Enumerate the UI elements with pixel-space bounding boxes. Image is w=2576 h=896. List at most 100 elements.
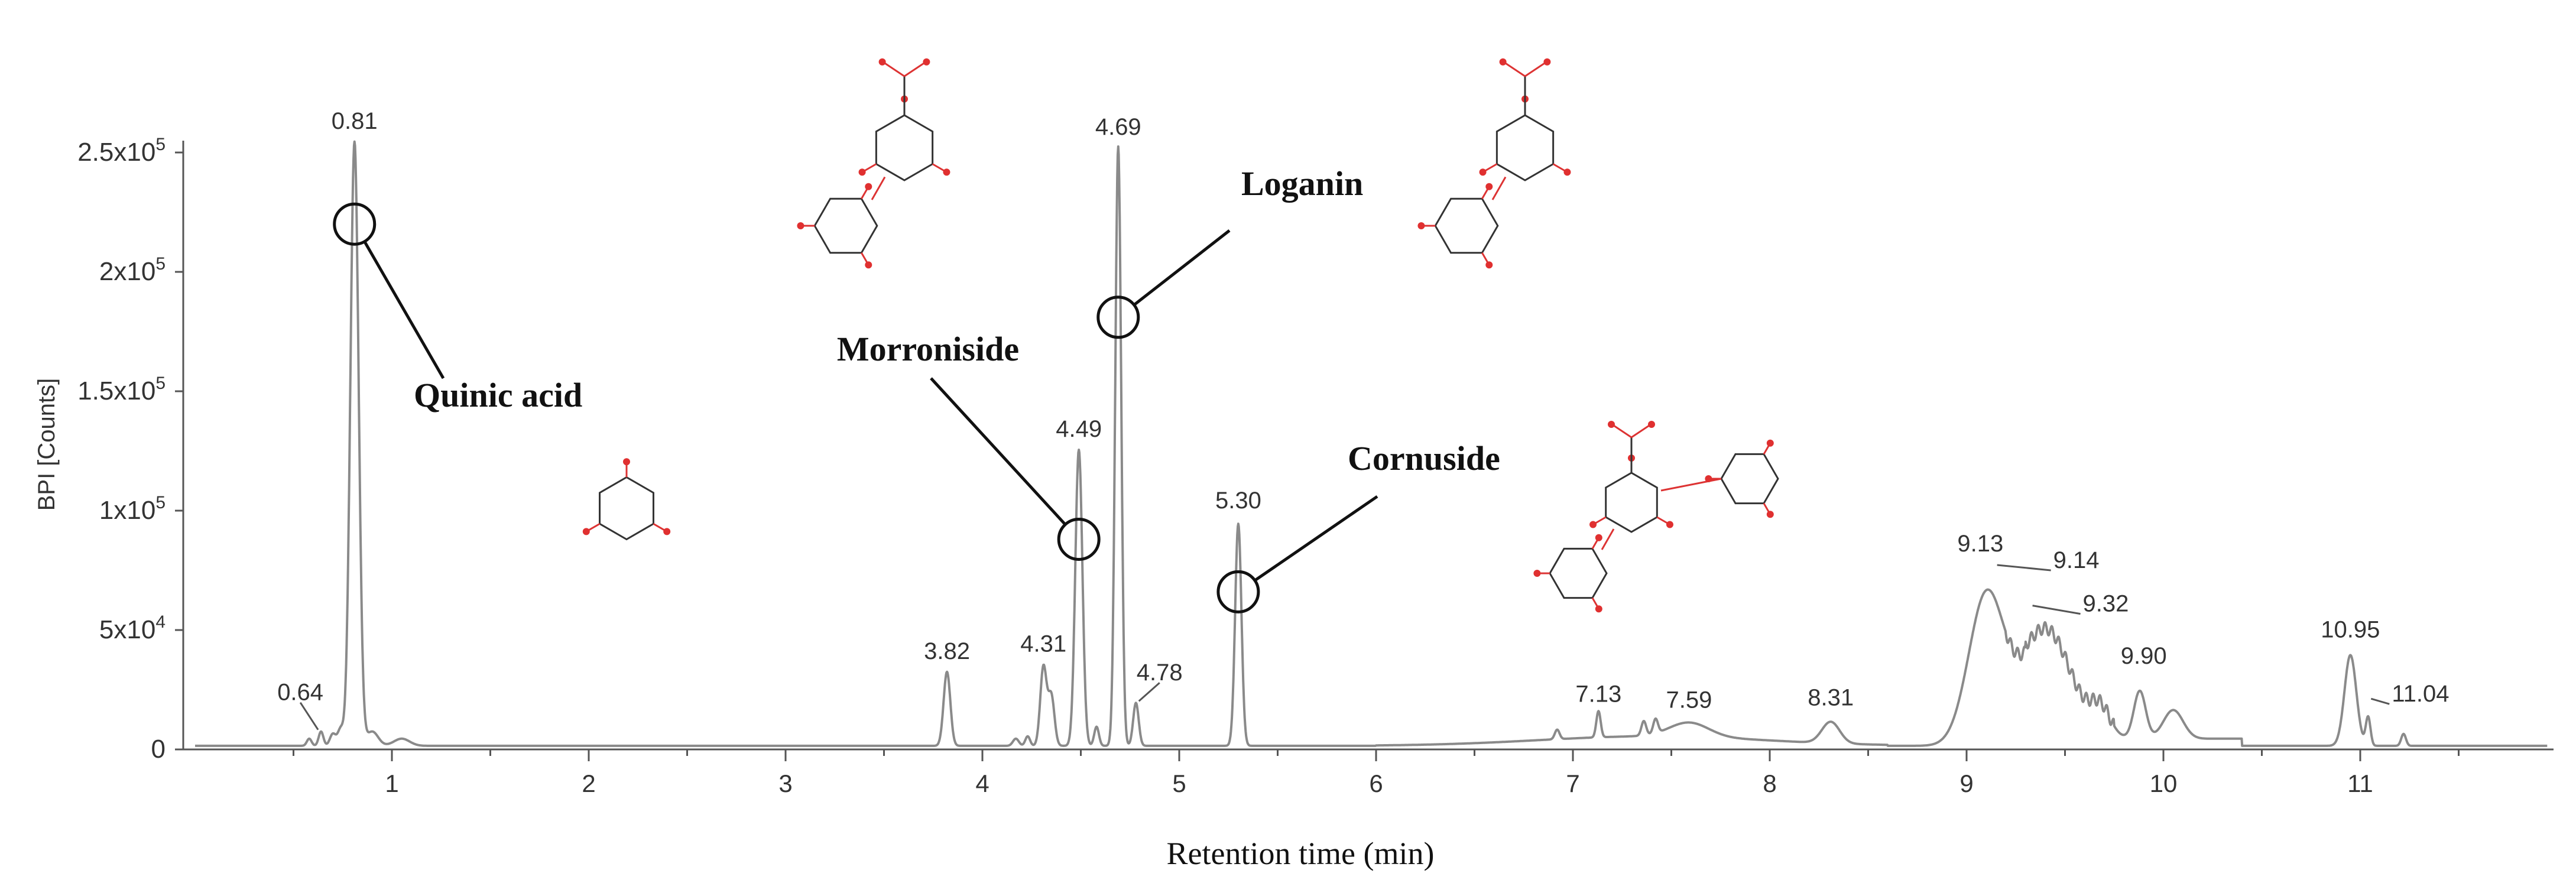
peak-label: 3.82: [924, 638, 970, 664]
atom-dot: [1608, 421, 1615, 428]
x-axis-title: Retention time (min): [1167, 836, 1435, 871]
atom-dot: [663, 528, 671, 535]
chemical-structures: [582, 58, 1779, 613]
peak-label: 7.59: [1666, 687, 1712, 713]
bond-ring: [1605, 472, 1658, 533]
compound-label: Cornuside: [1348, 439, 1500, 478]
bond: [1601, 528, 1615, 550]
y-tick-label: 2x105: [99, 254, 166, 286]
atom-dot: [1479, 168, 1487, 176]
peak-marker-circle: [1096, 296, 1140, 339]
bond: [861, 187, 869, 200]
bond: [861, 252, 869, 264]
bond: [1552, 163, 1566, 173]
atom-dot: [1766, 511, 1774, 518]
y-ticks: 0 5x104 1x105 1.5x105 2x105 2.5x105: [77, 135, 183, 764]
atom-dot: [858, 168, 866, 176]
bond: [1594, 516, 1607, 525]
atom-dot: [878, 58, 886, 66]
atom-dot: [943, 168, 950, 176]
bond: [884, 62, 905, 77]
bond-ring: [1434, 197, 1499, 254]
bond: [1524, 62, 1545, 77]
y-tick-label: 5x104: [99, 612, 166, 644]
peak-label: 0.81: [332, 108, 378, 134]
bond: [863, 163, 877, 173]
atom-dot: [1666, 521, 1673, 528]
peak-label: 4.78: [1137, 660, 1183, 686]
chromatogram-trace: [194, 140, 2548, 747]
atom-dot: [1533, 570, 1541, 577]
atom-dot: [1589, 521, 1597, 528]
x-tick-label: 1: [385, 770, 398, 797]
peak-label: 0.64: [277, 680, 323, 706]
peak-leader: [2370, 697, 2390, 705]
peak-label: 4.49: [1056, 416, 1102, 442]
x-tick-label: 10: [2150, 770, 2178, 797]
peak-leader: [299, 702, 319, 731]
peak-label: 9.32: [2083, 591, 2129, 617]
x-tick-label: 5: [1172, 770, 1186, 797]
peak-marker-circle: [1216, 570, 1260, 613]
galloyl-structure: [1660, 439, 1779, 518]
y-tick-label: 0: [151, 735, 166, 764]
y-tick-label: 1x105: [99, 493, 166, 525]
atom-dot: [1766, 439, 1774, 447]
annotation-leader: [1254, 495, 1378, 582]
x-tick-label: 8: [1763, 770, 1776, 797]
bond: [1481, 187, 1490, 200]
atom-dot: [1648, 421, 1655, 428]
bond-ring: [1495, 114, 1555, 181]
bond: [1491, 176, 1507, 200]
bond-ring: [1549, 547, 1608, 599]
atom-dot: [1705, 475, 1712, 482]
peak-label: 7.13: [1575, 681, 1621, 707]
y-axis-title: BPI [Counts]: [34, 378, 60, 511]
peak-leader: [2032, 605, 2081, 615]
peak-label: 9.13: [1957, 531, 2003, 557]
peak-label: 10.95: [2321, 616, 2380, 642]
bond: [1660, 478, 1722, 492]
x-tick-label: 7: [1566, 770, 1579, 797]
compound-label: Quinic acid: [414, 376, 582, 414]
annotation-leader: [930, 377, 1067, 526]
peak-marker-circle: [1057, 517, 1101, 561]
bond-ring: [1720, 453, 1779, 505]
atom-dot: [1595, 534, 1602, 541]
x-tick-label: 6: [1369, 770, 1383, 797]
y-tick-label: 1.5x105: [77, 374, 166, 405]
bond-ring: [813, 197, 878, 254]
peak-label: 9.90: [2121, 643, 2167, 669]
peak-labels: 0.64 0.81 3.82 4.31 4.49 4.69 4.78 5.30 7.13 7.59…: [277, 108, 2449, 731]
compound-label: Morroniside: [837, 330, 1019, 368]
axes: [182, 141, 2554, 751]
atom-dot: [1595, 605, 1602, 613]
atom-dot: [1499, 58, 1507, 66]
y-tick-label: 2.5x105: [77, 135, 166, 167]
atom-dot: [1485, 261, 1493, 269]
peak-leader: [1997, 564, 2051, 572]
peak-leader: [1138, 682, 1160, 702]
atom-dot: [865, 183, 872, 190]
atom-dot: [865, 261, 872, 269]
bond: [1656, 516, 1669, 525]
bond: [587, 522, 601, 532]
loganin-structure: [1417, 58, 1571, 269]
bond: [1631, 424, 1650, 439]
atom-dot: [797, 222, 804, 229]
bond: [1505, 62, 1526, 77]
morroniside-structure: [797, 58, 950, 269]
x-tick-label: 3: [778, 770, 792, 797]
atom-dot: [923, 58, 930, 66]
x-tick-label: 9: [1959, 770, 1973, 797]
peak-label: 4.69: [1095, 114, 1141, 140]
bond: [653, 522, 666, 532]
peak-label: 4.31: [1020, 631, 1066, 657]
peak-label: 8.31: [1808, 685, 1854, 711]
bond-ring: [875, 114, 934, 181]
peak-label: 5.30: [1215, 488, 1261, 514]
annotation-leader: [1133, 229, 1231, 306]
annotation-leader: [363, 241, 445, 379]
